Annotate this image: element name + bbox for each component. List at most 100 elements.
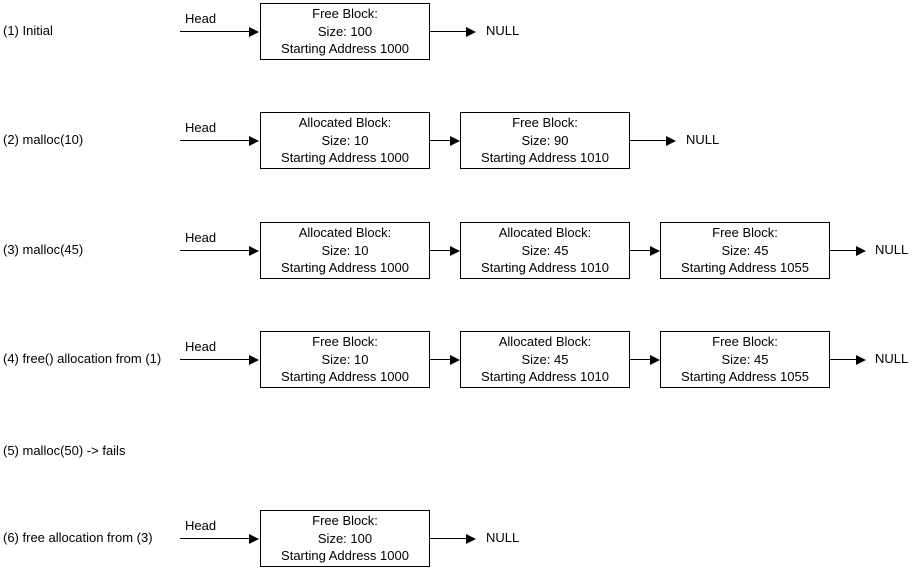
arrowhead-icon <box>249 26 259 37</box>
next-pointer-arrow <box>630 222 660 279</box>
head-arrow: Head <box>180 222 259 279</box>
memory-block: Free Block: Size: 100 Starting Address 1… <box>260 3 430 60</box>
null-arrow <box>430 510 476 567</box>
block-address-label: Starting Address 1010 <box>481 369 609 385</box>
head-pointer-label: Head <box>185 230 217 245</box>
arrowhead-icon <box>650 354 660 365</box>
null-arrow <box>430 3 476 60</box>
arrowhead-icon <box>666 135 676 146</box>
diagram-row-1: (1) Initial Head Free Block: Size: 100 S… <box>0 3 921 60</box>
step-label: (4) free() allocation from (1) <box>3 351 162 366</box>
arrowhead-icon <box>466 533 476 544</box>
memory-block: Allocated Block: Size: 45 Starting Addre… <box>460 331 630 388</box>
arrowhead-icon <box>450 245 460 256</box>
null-label: NULL <box>486 530 520 545</box>
diagram-row-5: (5) malloc(50) -> fails <box>0 423 921 480</box>
arrow-shaft <box>830 359 857 360</box>
next-pointer-arrow <box>430 112 460 169</box>
block-size-label: Size: 90 <box>521 132 569 148</box>
head-arrow: Head <box>180 331 259 388</box>
block-size-label: Size: 100 <box>317 530 373 546</box>
block-size-label: Size: 45 <box>721 242 769 258</box>
diagram-row-4: (4) free() allocation from (1) Head Free… <box>0 331 921 388</box>
block-type-label: Free Block: <box>312 513 378 529</box>
step-label: (6) free allocation from (3) <box>3 530 153 545</box>
memory-block: Allocated Block: Size: 10 Starting Addre… <box>260 222 430 279</box>
arrow-shaft <box>430 538 467 539</box>
arrow-shaft <box>630 140 667 141</box>
next-pointer-arrow <box>430 222 460 279</box>
arrowhead-icon <box>466 26 476 37</box>
memory-block: Free Block: Size: 90 Starting Address 10… <box>460 112 630 169</box>
step-label: (2) malloc(10) <box>3 132 84 147</box>
arrowhead-icon <box>249 245 259 256</box>
block-size-label: Size: 45 <box>521 242 569 258</box>
next-pointer-arrow <box>630 331 660 388</box>
block-type-label: Allocated Block: <box>298 115 392 131</box>
block-address-label: Starting Address 1000 <box>281 150 409 166</box>
block-size-label: Size: 45 <box>521 351 569 367</box>
diagram-row-3: (3) malloc(45) Head Allocated Block: Siz… <box>0 222 921 279</box>
memory-block: Free Block: Size: 100 Starting Address 1… <box>260 510 430 567</box>
arrow-shaft <box>430 359 451 360</box>
block-address-label: Starting Address 1000 <box>281 548 409 564</box>
block-size-label: Size: 10 <box>321 351 369 367</box>
arrowhead-icon <box>856 354 866 365</box>
arrowhead-icon <box>650 245 660 256</box>
arrow-shaft <box>180 538 250 539</box>
block-size-label: Size: 10 <box>321 132 369 148</box>
block-address-label: Starting Address 1055 <box>681 260 809 276</box>
arrow-shaft <box>630 250 651 251</box>
head-pointer-label: Head <box>185 518 217 533</box>
head-pointer-label: Head <box>185 339 217 354</box>
block-type-label: Free Block: <box>312 6 378 22</box>
null-label: NULL <box>875 351 909 366</box>
arrow-shaft <box>180 140 250 141</box>
block-type-label: Free Block: <box>712 225 778 241</box>
arrowhead-icon <box>856 245 866 256</box>
arrowhead-icon <box>249 533 259 544</box>
next-pointer-arrow <box>430 331 460 388</box>
memory-block: Allocated Block: Size: 45 Starting Addre… <box>460 222 630 279</box>
arrow-shaft <box>430 31 467 32</box>
block-type-label: Free Block: <box>312 334 378 350</box>
block-size-label: Size: 45 <box>721 351 769 367</box>
block-type-label: Allocated Block: <box>498 334 592 350</box>
block-address-label: Starting Address 1010 <box>481 150 609 166</box>
head-arrow: Head <box>180 3 259 60</box>
null-label: NULL <box>486 23 520 38</box>
null-arrow <box>830 331 866 388</box>
memory-block: Free Block: Size: 45 Starting Address 10… <box>660 222 830 279</box>
block-address-label: Starting Address 1000 <box>281 369 409 385</box>
head-arrow: Head <box>180 112 259 169</box>
arrowhead-icon <box>249 135 259 146</box>
null-label: NULL <box>686 132 720 147</box>
block-address-label: Starting Address 1010 <box>481 260 609 276</box>
arrow-shaft <box>830 250 857 251</box>
arrow-shaft <box>180 31 250 32</box>
memory-block: Free Block: Size: 10 Starting Address 10… <box>260 331 430 388</box>
block-type-label: Allocated Block: <box>298 225 392 241</box>
block-type-label: Free Block: <box>512 115 578 131</box>
null-arrow <box>830 222 866 279</box>
null-arrow <box>630 112 676 169</box>
arrow-shaft <box>630 359 651 360</box>
head-arrow: Head <box>180 510 259 567</box>
arrow-shaft <box>430 140 451 141</box>
arrow-shaft <box>180 359 250 360</box>
step-label: (5) malloc(50) -> fails <box>3 443 126 458</box>
arrow-shaft <box>180 250 250 251</box>
step-label: (3) malloc(45) <box>3 242 84 257</box>
block-size-label: Size: 100 <box>317 23 373 39</box>
arrowhead-icon <box>450 354 460 365</box>
block-address-label: Starting Address 1000 <box>281 260 409 276</box>
memory-block: Free Block: Size: 45 Starting Address 10… <box>660 331 830 388</box>
block-type-label: Free Block: <box>712 334 778 350</box>
diagram-row-2: (2) malloc(10) Head Allocated Block: Siz… <box>0 112 921 169</box>
diagram-row-6: (6) free allocation from (3) Head Free B… <box>0 510 921 567</box>
head-pointer-label: Head <box>185 11 217 26</box>
block-address-label: Starting Address 1000 <box>281 41 409 57</box>
block-type-label: Allocated Block: <box>498 225 592 241</box>
arrowhead-icon <box>450 135 460 146</box>
